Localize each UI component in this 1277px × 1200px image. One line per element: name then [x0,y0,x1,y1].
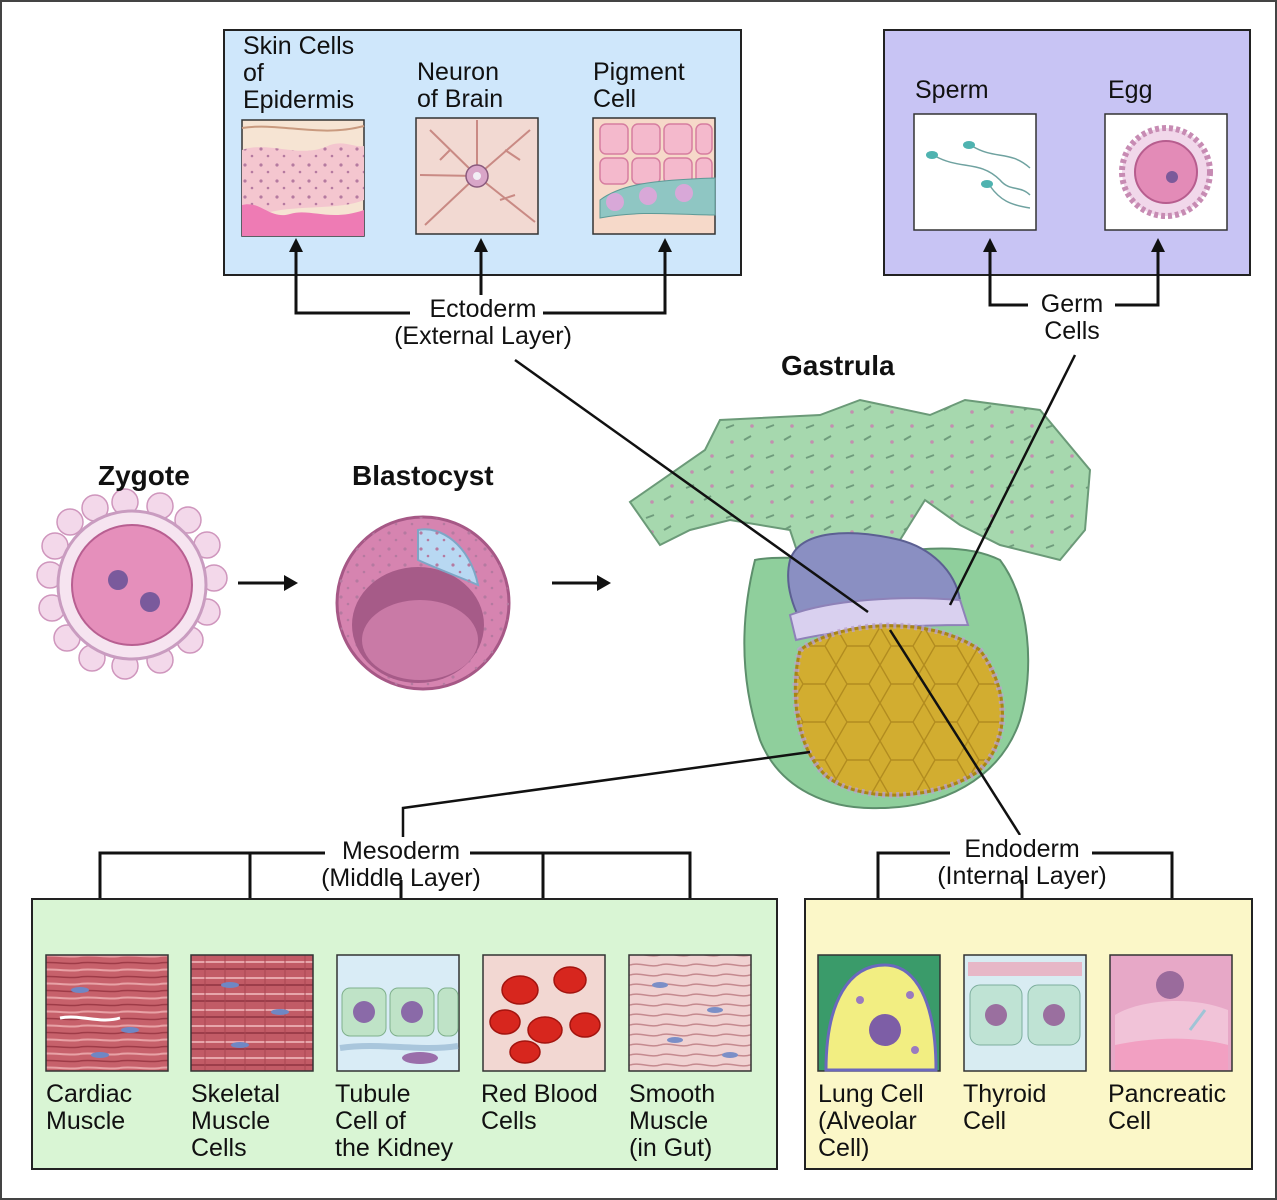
pancreatic-cell-label: Pancreatic Cell [1108,1080,1227,1135]
mesoderm-sub: (Middle Layer) [321,864,481,892]
cardiac-muscle-label: Cardiac Muscle [46,1080,133,1135]
zygote-image [36,488,228,680]
thyroid-cell-label: Thyroid Cell [963,1080,1047,1135]
lung-cell-image [817,954,941,1072]
arrowhead [658,238,672,252]
arrowhead [1151,238,1165,252]
ectoderm-name: Ectoderm [429,295,537,323]
germ-name: Germ [1040,290,1104,318]
egg-label: Egg [1108,76,1153,104]
germ-sub: Cells [1044,317,1100,345]
blastocyst-image [335,515,511,691]
arrowhead [289,238,303,252]
gastrula-image [628,398,1092,810]
neuron-label: Neuron of Brain [417,58,504,113]
mesoderm-label: Mesoderm(Middle Layer) [303,837,499,892]
gastrula-title: Gastrula [781,350,895,381]
ectoderm-sub: (External Layer) [394,322,572,350]
red-blood-cells-image [482,954,606,1072]
blastocyst-title: Blastocyst [352,460,494,491]
endoderm-name: Endoderm [960,835,1084,863]
skeletal-muscle-label: Skeletal Muscle Cells [191,1080,280,1162]
zygote-title: Zygote [98,460,190,491]
red-blood-cells-label: Red Blood Cells [481,1080,598,1135]
kidney-tubule-label: Tubule Cell of the Kidney [335,1080,454,1162]
pigment-cell-image [592,117,716,235]
smooth-muscle-label: Smooth Muscle (in Gut) [629,1080,716,1162]
smooth-muscle-image [628,954,752,1072]
skin-cell-label: Skin Cells of Epidermis [243,32,355,114]
mesoderm-name: Mesoderm [337,837,465,865]
skeletal-muscle-image [190,954,314,1072]
endoderm-sub: (Internal Layer) [937,862,1107,890]
pigment-cell-label: Pigment Cell [593,58,685,113]
sperm-image [913,113,1037,231]
endoderm-label: Endoderm(Internal Layer) [918,835,1126,890]
sperm-label: Sperm [915,76,989,104]
neuron-image [415,117,539,235]
thyroid-cell-image [963,954,1087,1072]
ectoderm-label: Ectoderm(External Layer) [380,296,586,350]
arrowhead [474,238,488,252]
pancreatic-cell-image [1109,954,1233,1072]
kidney-tubule-image [336,954,460,1072]
arrowhead [284,575,298,591]
arrowhead [983,238,997,252]
egg-image [1104,113,1228,231]
arrowhead [597,575,611,591]
skin-cell-image [241,119,365,237]
lung-cell-label: Lung Cell (Alveolar Cell) [818,1080,924,1162]
cardiac-muscle-image [45,954,169,1072]
